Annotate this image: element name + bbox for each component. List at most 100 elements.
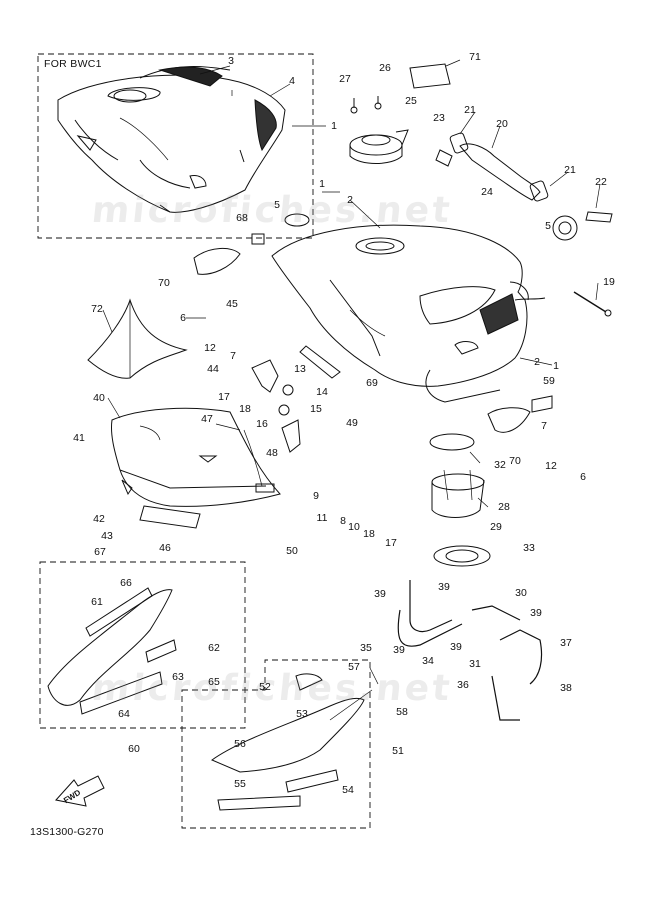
callout-39-c: 39 (530, 606, 542, 619)
callout-70: 70 (158, 276, 170, 289)
panel-70-left (193, 248, 241, 275)
callout-47: 47 (201, 412, 213, 425)
callout-64: 64 (118, 707, 130, 720)
fuel-cap (349, 129, 409, 164)
clip-48 (255, 483, 275, 493)
callout-37: 37 (560, 636, 572, 649)
callout-12: 12 (204, 341, 216, 354)
callout-49: 49 (346, 416, 358, 429)
callout-39-e: 39 (450, 640, 462, 653)
callout-23: 23 (433, 111, 445, 124)
callout-54: 54 (342, 783, 354, 796)
callout-1-b: 1 (319, 177, 325, 190)
brackets-group (251, 359, 301, 453)
callout-50: 50 (286, 544, 298, 557)
bwc1-variant-box (37, 53, 314, 239)
dashed-boxes (37, 53, 371, 829)
callout-10: 10 (348, 520, 360, 533)
callout-12-b: 12 (545, 459, 557, 472)
callout-48: 48 (266, 446, 278, 459)
callout-7: 7 (230, 349, 236, 362)
callout-33: 33 (523, 541, 535, 554)
callout-63: 63 (172, 670, 184, 683)
variant-label: FOR BWC1 (44, 58, 102, 70)
callout-13: 13 (294, 362, 306, 375)
side-cover-60 (47, 587, 177, 715)
callout-66: 66 (120, 576, 132, 589)
callout-67: 67 (94, 545, 106, 558)
callout-42: 42 (93, 512, 105, 525)
callout-18: 18 (239, 402, 251, 415)
side-panel-72 (87, 298, 188, 379)
callout-41: 41 (73, 431, 85, 444)
callout-40: 40 (93, 391, 105, 404)
callout-32: 32 (494, 458, 506, 471)
callout-51: 51 (392, 744, 404, 757)
gasket-5-right (552, 215, 578, 241)
callout-9: 9 (313, 489, 319, 502)
callout-46: 46 (159, 541, 171, 554)
callout-25: 25 (405, 94, 417, 107)
callout-57: 57 (348, 660, 360, 673)
label-59 (531, 395, 553, 413)
callout-20: 20 (496, 117, 508, 130)
callout-26: 26 (379, 61, 391, 74)
fuel-pump-28 (429, 433, 485, 518)
callout-38: 38 (560, 681, 572, 694)
callout-39-d: 39 (393, 643, 405, 656)
callout-14: 14 (316, 385, 328, 398)
callout-70-b: 70 (509, 454, 521, 467)
callout-59: 59 (543, 374, 555, 387)
callout-39: 39 (374, 587, 386, 600)
ring-29 (433, 545, 491, 567)
fwd-arrow-icon (55, 775, 105, 807)
callout-53: 53 (296, 707, 308, 720)
oring-32 (429, 433, 475, 451)
callout-60: 60 (128, 742, 140, 755)
bolt-19 (573, 291, 607, 313)
callout-58: 58 (396, 705, 408, 718)
hoses (397, 580, 543, 721)
callout-6-b: 6 (580, 470, 586, 483)
callout-31: 31 (469, 657, 481, 670)
figure-code: 13S1300-G270 (30, 826, 104, 838)
callout-29: 29 (490, 520, 502, 533)
callout-21: 21 (464, 103, 476, 116)
callout-56: 56 (234, 737, 246, 750)
callout-16: 16 (256, 417, 268, 430)
callout-68: 68 (236, 211, 248, 224)
lower-cover-51 (210, 673, 365, 811)
callout-1-c: 1 (553, 359, 559, 372)
callout-62: 62 (208, 641, 220, 654)
bwc1-tank (57, 66, 286, 213)
callout-21-b: 21 (564, 163, 576, 176)
callout-36: 36 (457, 678, 469, 691)
callout-7-b: 7 (541, 419, 547, 432)
callout-2: 2 (347, 193, 353, 206)
callout-34: 34 (422, 654, 434, 667)
callout-17-b: 17 (385, 536, 397, 549)
label-71-plate (409, 63, 451, 89)
callout-15: 15 (310, 402, 322, 415)
callout-28: 28 (498, 500, 510, 513)
callout-6: 6 (180, 311, 186, 324)
callout-30: 30 (515, 586, 527, 599)
callout-24: 24 (481, 185, 493, 198)
callout-3: 3 (228, 54, 234, 67)
front-cover-40 (111, 407, 281, 507)
clip-68 (251, 233, 265, 245)
seal-strip-46 (139, 505, 201, 529)
callout-4: 4 (289, 74, 295, 87)
callout-5-b: 5 (545, 219, 551, 232)
callout-22: 22 (595, 175, 607, 188)
callout-2-b: 2 (534, 355, 540, 368)
oring-5-left (284, 213, 310, 227)
callout-8: 8 (340, 514, 346, 527)
callout-69: 69 (366, 376, 378, 389)
callout-35: 35 (360, 641, 372, 654)
callout-44: 44 (207, 362, 219, 375)
callout-45: 45 (226, 297, 238, 310)
callout-55: 55 (234, 777, 246, 790)
callout-11: 11 (316, 511, 328, 524)
decal-69 (299, 345, 341, 379)
